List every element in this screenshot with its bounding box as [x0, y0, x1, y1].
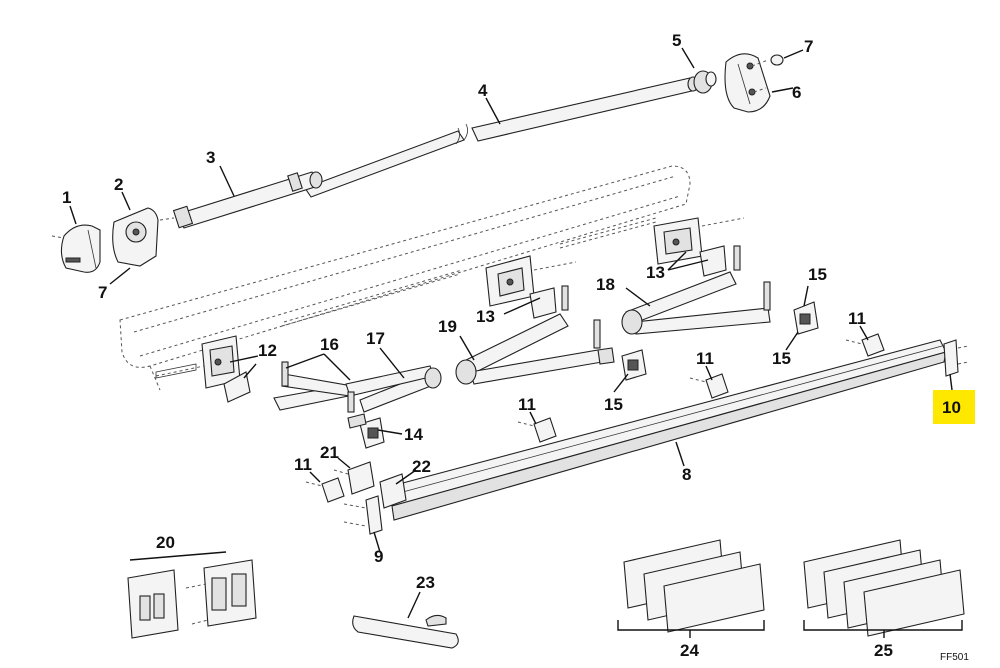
- awning-case-outline: [119, 165, 691, 391]
- switch-plate-part: [127, 559, 257, 639]
- callout-10-highlight: [933, 390, 975, 424]
- arm-assembly-left-part: [273, 361, 442, 413]
- callout-11-c: 11: [518, 395, 536, 414]
- callout-23: 23: [416, 573, 435, 592]
- rail-channel-set-3-part: [623, 539, 765, 633]
- leader-lines: [69, 47, 963, 638]
- lead-rail-end-bracket-part: [943, 339, 969, 377]
- callout-4: 4: [478, 81, 488, 100]
- clip-part-b: [689, 373, 729, 399]
- bracket-22-part: [379, 473, 407, 509]
- callout-1: 1: [62, 188, 71, 207]
- left-end-cap-part: [51, 224, 101, 273]
- callout-18: 18: [596, 275, 615, 294]
- callout-11-b: 11: [696, 349, 714, 368]
- lower-bracket-15-middle-part: [621, 349, 647, 381]
- callout-12: 12: [258, 341, 277, 360]
- spring-tube-part: [172, 171, 323, 229]
- strip-part: [352, 614, 459, 649]
- foot-bracket-part: [347, 413, 385, 449]
- arm-right-part: [621, 271, 771, 335]
- arm-middle-part: [455, 313, 615, 385]
- rail-channel-set-4-part: [803, 539, 965, 637]
- callout-3: 3: [206, 148, 215, 167]
- callout-10: 10: [942, 398, 961, 417]
- callout-14: 14: [404, 425, 423, 444]
- bracket-21-part: [333, 461, 375, 495]
- callout-11-a: 11: [848, 309, 866, 328]
- callout-13-right: 13: [646, 263, 665, 282]
- callout-15-a: 15: [808, 265, 827, 284]
- callout-8: 8: [682, 465, 691, 484]
- callout-16: 16: [320, 335, 339, 354]
- rail-bracket-right-part: [653, 217, 745, 277]
- callout-7-top: 7: [804, 37, 813, 56]
- clip-part-a: [845, 333, 885, 357]
- callout-5: 5: [672, 31, 681, 50]
- callout-17: 17: [366, 329, 385, 348]
- end-plate-part: [112, 207, 175, 267]
- rail-bracket-left-part: [155, 335, 251, 403]
- clip-part-c: [517, 417, 557, 443]
- callout-25: 25: [874, 641, 893, 660]
- right-end-cap-part: [724, 53, 771, 113]
- callout-20: 20: [156, 533, 175, 552]
- callout-11-d: 11: [294, 455, 312, 474]
- figure-code: FF501: [940, 652, 969, 663]
- callout-7-left: 7: [98, 283, 107, 302]
- callout-15-c: 15: [604, 395, 623, 414]
- callout-22: 22: [412, 457, 431, 476]
- callout-19: 19: [438, 317, 457, 336]
- bearing-part: [693, 70, 717, 94]
- rail-bracket-middle-part: [485, 255, 577, 319]
- callout-21: 21: [320, 443, 339, 462]
- clip-part-d: [305, 477, 345, 503]
- callout-9: 9: [374, 547, 383, 566]
- plug-cap-part: [770, 54, 784, 66]
- callout-13-middle: 13: [476, 307, 495, 326]
- callout-6: 6: [792, 83, 801, 102]
- callout-2: 2: [114, 175, 123, 194]
- bracket-9-part: [343, 495, 383, 535]
- callout-24: 24: [680, 641, 699, 660]
- callout-15-b: 15: [772, 349, 791, 368]
- lower-bracket-15-right-part: [793, 301, 819, 335]
- roller-tube-part: [304, 76, 699, 198]
